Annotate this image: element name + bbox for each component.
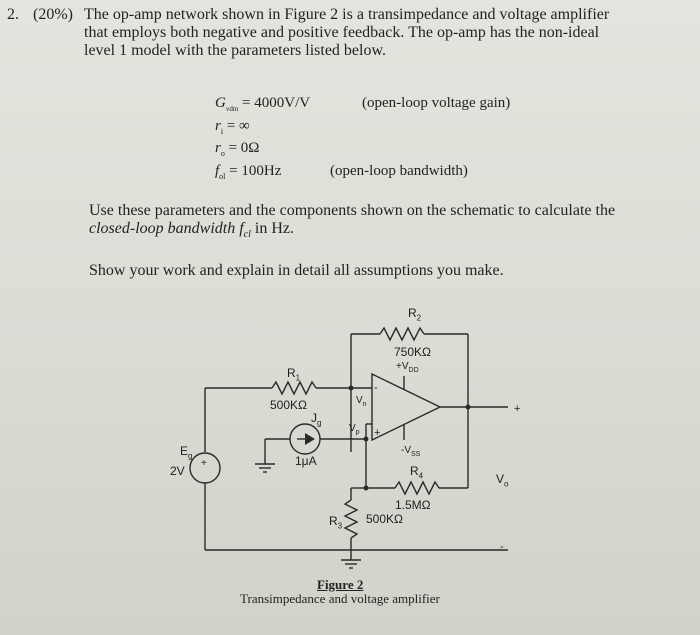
eg-plus-label: +: [201, 458, 207, 469]
r2-label: R2: [408, 306, 422, 323]
current-source-arrow: [305, 433, 315, 445]
resistor-r2: [379, 326, 425, 342]
opamp-minus-label: -: [374, 382, 378, 394]
param-gain-note: (open-loop voltage gain): [362, 95, 511, 111]
eg-label: Eg: [180, 444, 193, 461]
vn-label: Vn: [356, 395, 367, 408]
opamp-plus-label: +: [374, 427, 381, 439]
task-line-1: Use these parameters and the components …: [89, 202, 616, 219]
problem-number: 2.: [7, 6, 19, 23]
param-ro: ro = 0Ω: [215, 140, 260, 158]
resistor-r3: [343, 499, 359, 539]
task-line-3: Show your work and explain in detail all…: [89, 262, 504, 279]
intro-line-1: The op-amp network shown in Figure 2 is …: [84, 6, 610, 23]
param-gain: Gvdm = 4000V/V: [215, 95, 311, 113]
vp-label: Vp: [349, 423, 360, 436]
ground-symbols: [255, 463, 361, 569]
out-minus-label: -: [500, 541, 504, 553]
out-plus-label: +: [514, 403, 521, 415]
param-ri: ri = ∞: [215, 118, 250, 136]
vss-label: -VSS: [401, 445, 421, 458]
junction-dots: [348, 385, 471, 491]
intro-line-3: level 1 model with the parameters listed…: [84, 42, 386, 59]
intro-line-2: that employs both negative and positive …: [84, 24, 600, 41]
jg-label: Jg: [311, 411, 322, 428]
r2-value: 750KΩ: [394, 345, 431, 359]
op-amp-symbol: [371, 372, 442, 442]
param-fol-note: (open-loop bandwidth): [330, 163, 468, 179]
task-line-2: closed-loop bandwidth fcl in Hz.: [89, 220, 294, 241]
r4-label: R4: [410, 464, 424, 481]
resistor-r4: [394, 480, 440, 496]
figure-caption-subtitle: Transimpedance and voltage amplifier: [240, 591, 440, 606]
eg-value: 2V: [170, 464, 185, 478]
vdd-label: +VDD: [396, 361, 419, 374]
resistor-r1: [271, 380, 317, 396]
vo-label: Vo: [496, 472, 509, 489]
r3-label: R3: [329, 514, 343, 531]
figure-caption-title: Figure 2: [317, 577, 364, 592]
r4-value: 1.5MΩ: [395, 498, 431, 512]
jg-value: 1μA: [295, 454, 317, 468]
r1-label: R1: [287, 366, 301, 383]
param-fol: fol = 100Hz: [215, 163, 282, 181]
r1-value: 500KΩ: [270, 398, 307, 412]
r3-value: 500KΩ: [366, 512, 403, 526]
problem-points: (20%): [33, 6, 73, 23]
